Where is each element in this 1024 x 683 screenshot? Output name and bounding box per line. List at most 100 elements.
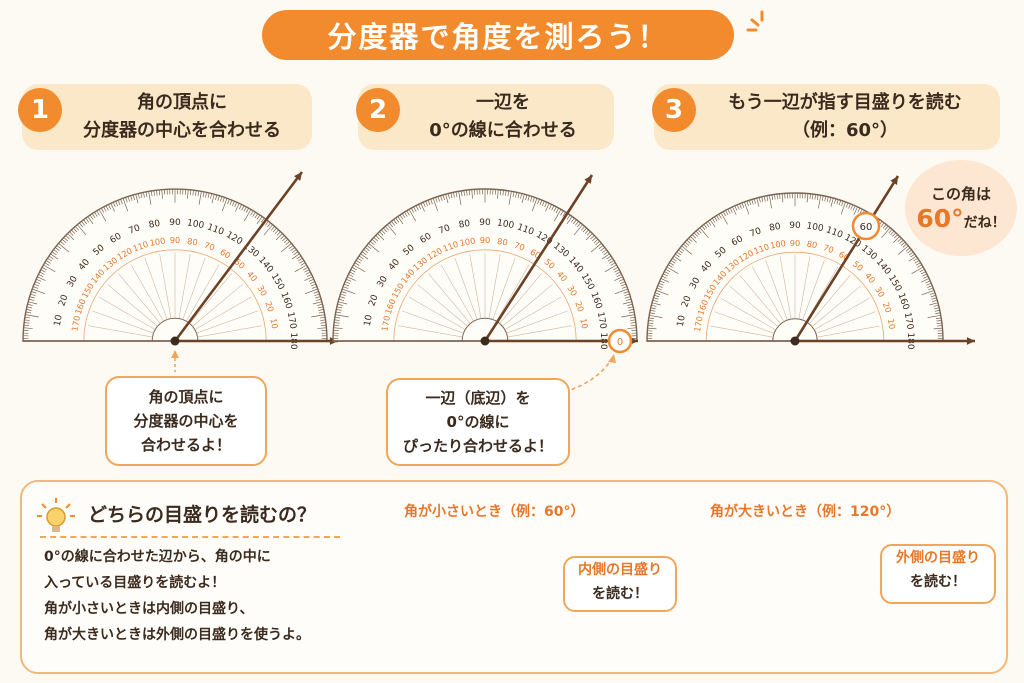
- inner-scale-label: 80: [806, 238, 818, 250]
- scale-tick: [541, 200, 545, 207]
- scale-tick: [63, 237, 68, 242]
- scale-tick: [85, 217, 90, 223]
- outer-scale-label: 100: [186, 218, 205, 231]
- scale-tick: [319, 316, 326, 319]
- outer-scale-label: 80: [769, 222, 782, 234]
- scale-tick: [647, 327, 657, 330]
- radial-line: [811, 285, 861, 327]
- scale-tick: [103, 206, 107, 212]
- tip-1-line3: 合わせるよ！: [140, 436, 231, 454]
- scale-tick: [158, 189, 161, 196]
- scale-tick: [98, 209, 107, 222]
- scale-tick: [672, 257, 677, 262]
- step-3: もう一辺が指す目盛りを読む（例：60°）: [654, 84, 1000, 150]
- scale-tick: [32, 286, 39, 289]
- scale-tick: [630, 319, 636, 321]
- scale-tick: [923, 275, 929, 279]
- scale-tick: [821, 195, 824, 201]
- scale-tick: [308, 278, 315, 282]
- radial-line: [809, 275, 851, 325]
- scale-tick: [683, 243, 688, 248]
- inner-scale-label: 70: [822, 242, 835, 255]
- scale-tick: [440, 195, 443, 201]
- radial-line: [186, 264, 220, 322]
- scale-tick: [267, 222, 271, 228]
- scale-tick: [385, 226, 390, 231]
- scale-tick: [693, 232, 698, 237]
- expl-line1: 0°の線に合わせた辺から、角の中に: [44, 549, 271, 565]
- outer-scale-label: 100: [496, 218, 515, 231]
- scale-tick: [227, 198, 230, 205]
- scale-tick: [55, 247, 60, 251]
- outer-scale-label: 70: [438, 223, 452, 236]
- scale-tick: [744, 201, 750, 215]
- scale-tick: [575, 221, 579, 226]
- scale-tick: [610, 262, 616, 266]
- scale-tick: [652, 299, 658, 302]
- vertex-dot: [790, 336, 800, 346]
- question-title: どちらの目盛りを読むの？: [88, 504, 317, 526]
- scale-tick: [39, 271, 45, 275]
- radial-line: [765, 260, 788, 321]
- scale-tick: [544, 201, 548, 208]
- scale-tick: [893, 234, 899, 239]
- scale-tick: [718, 213, 722, 219]
- scale-tick: [418, 204, 422, 210]
- inner-scale-label: 内側の目盛り を読む！: [563, 556, 677, 612]
- scale-tick: [304, 276, 313, 281]
- tip-bubble-2: 一辺（底辺）を 0°の線に ぴったり合わせるよ！: [386, 378, 570, 466]
- scale-tick: [830, 197, 834, 207]
- angle-arm-head: [584, 175, 592, 184]
- scale-tick: [686, 239, 691, 244]
- scale-tick: [127, 196, 131, 202]
- large-case-title: 角が大きいとき（例：120°）: [710, 504, 901, 520]
- scale-tick: [94, 211, 98, 217]
- scale-tick: [539, 199, 543, 206]
- scale-tick: [272, 227, 277, 233]
- angle-arm: [793, 175, 900, 342]
- scale-tick: [110, 203, 115, 212]
- scale-tick: [684, 241, 690, 246]
- scale-tick: [714, 216, 718, 222]
- scale-tick: [774, 194, 776, 200]
- scale-tick: [722, 211, 727, 217]
- base-arm-head: [966, 337, 975, 345]
- radial-line: [802, 260, 825, 321]
- vertex-dot: [170, 336, 180, 346]
- tip-2-line2: 0°の線に: [446, 413, 510, 431]
- scale-tick: [512, 191, 515, 198]
- scale-tick: [816, 194, 819, 200]
- scale-tick: [573, 224, 583, 236]
- outer-scale-label: 70: [128, 223, 142, 236]
- scale-tick: [48, 255, 54, 260]
- scale-tick: [911, 266, 924, 274]
- scale-tick: [905, 247, 911, 252]
- scale-tick: [108, 204, 112, 210]
- inner-scale-label: 80: [496, 236, 508, 248]
- scale-tick: [274, 229, 279, 234]
- scale-tick: [348, 274, 354, 278]
- radial-line: [92, 310, 154, 334]
- scale-tick: [615, 271, 621, 275]
- scale-tick: [647, 325, 653, 327]
- scale-tick: [529, 196, 533, 202]
- scale-tick: [902, 243, 907, 248]
- small-case-title: 角が小さいとき（例：60°）: [404, 504, 585, 520]
- scale-tick: [627, 306, 634, 309]
- scale-tick: [29, 296, 35, 299]
- scale-tick: [466, 190, 468, 196]
- scale-tick: [408, 209, 417, 222]
- scale-tick: [729, 207, 733, 213]
- scale-tick: [521, 194, 525, 204]
- scale-tick: [648, 317, 654, 320]
- scale-tick: [650, 307, 656, 310]
- scale-tick: [30, 293, 36, 297]
- scale-tick: [235, 203, 240, 212]
- scale-tick: [260, 217, 265, 223]
- step-1-number: 1: [18, 88, 62, 132]
- scale-tick: [156, 190, 158, 196]
- radial-line: [408, 296, 466, 330]
- scale-tick: [826, 196, 829, 202]
- scale-tick: [317, 306, 324, 309]
